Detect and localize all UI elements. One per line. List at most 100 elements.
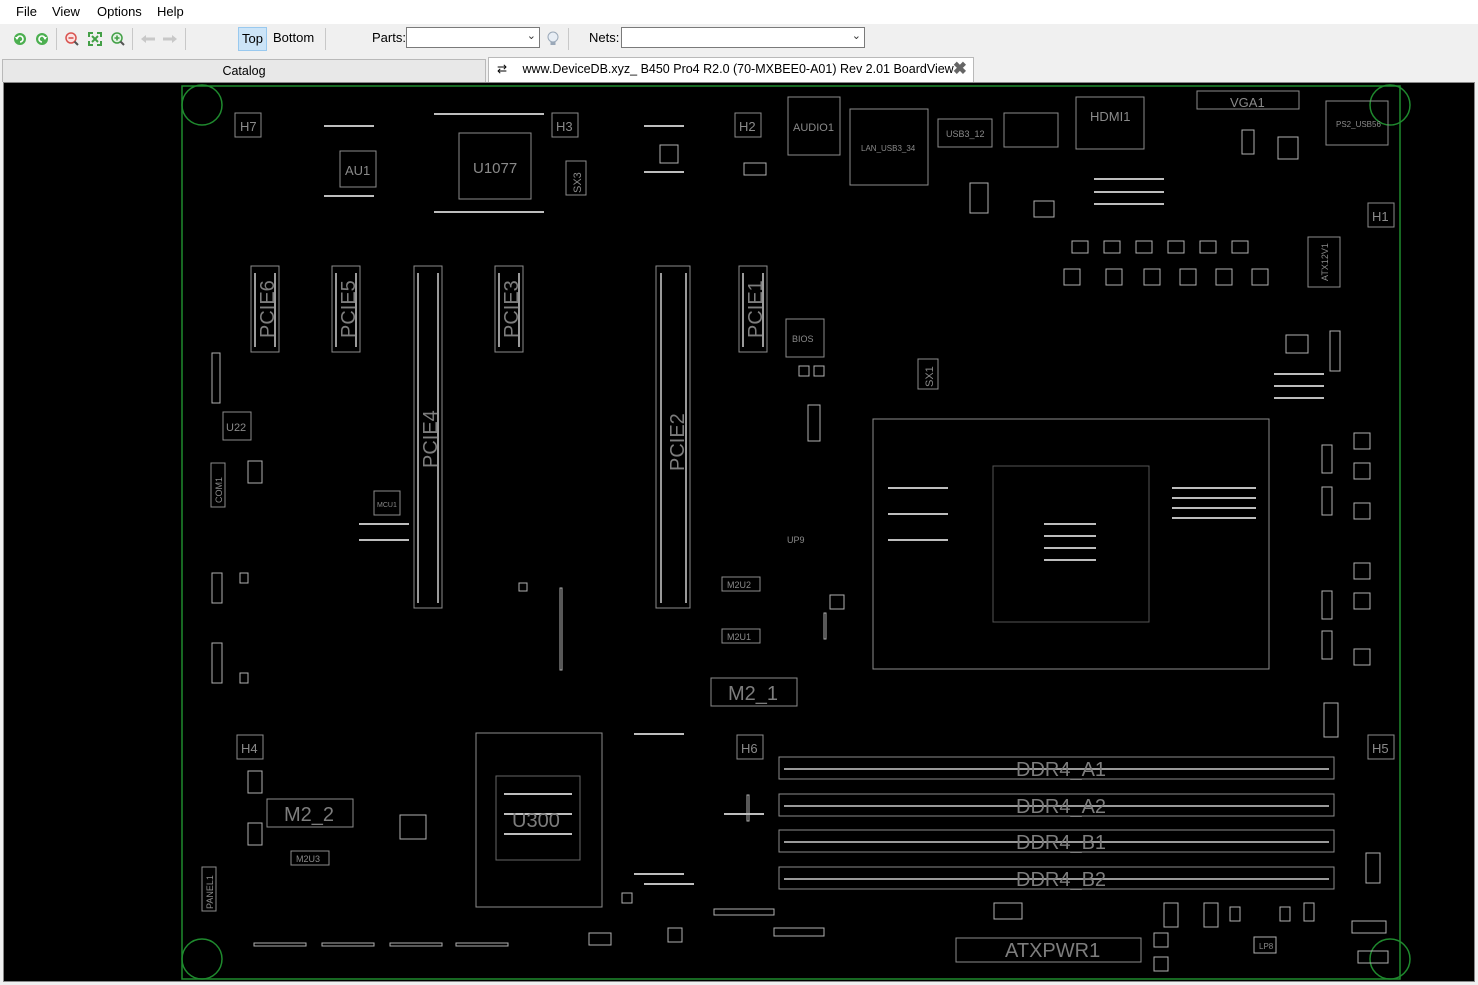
m2-1-label: M2_1 — [728, 683, 778, 705]
document-tabs: Catalog ⇄ www.DeviceDB.xyz_ B450 Pro4 R2… — [0, 57, 1478, 82]
u1077-label: U1077 — [473, 160, 517, 177]
pcie2-label: PCIE2 — [667, 413, 689, 471]
nets-label: Nets: — [589, 30, 620, 45]
h5-label: H5 — [1372, 741, 1389, 756]
h2-hole — [734, 112, 762, 138]
fit-icon[interactable] — [85, 29, 105, 49]
m2u2-chip — [721, 576, 761, 592]
sx1-label: SX1 — [924, 366, 936, 387]
h7-hole — [234, 112, 262, 138]
h6-hole — [736, 734, 764, 760]
ddr-a2-slot — [778, 793, 1335, 817]
passive-components — [211, 129, 1389, 972]
pcie3-label: PCIE3 — [501, 280, 523, 338]
m2-2-slot — [266, 798, 354, 828]
h2-label: H2 — [739, 119, 756, 134]
chipset-outline — [475, 732, 603, 908]
lp8-label: LP8 — [1259, 942, 1274, 951]
h3-hole — [551, 112, 579, 138]
pcie5-slot — [331, 265, 361, 353]
audio1-label: AUDIO1 — [793, 122, 834, 134]
lightbulb-icon[interactable] — [543, 29, 563, 49]
cpu-pad-array — [992, 465, 1150, 623]
tab-boardview-title: www.DeviceDB.xyz_ B450 Pro4 R2.0 (70-MXB… — [522, 62, 954, 76]
zoom-in-icon[interactable] — [108, 29, 128, 49]
m2u3-chip — [290, 850, 330, 866]
silkscreen-small-text: AU1 U1077 H7 H3 H2 H1 H4 H6 H5 AUDIO1 LA… — [205, 95, 1389, 951]
com1-header — [210, 462, 226, 508]
h1-hole — [1367, 202, 1395, 228]
forward-arrow-icon[interactable] — [160, 29, 180, 49]
ddr-b1-label: DDR4_B1 — [1016, 832, 1106, 854]
toolbar-separator — [325, 28, 326, 50]
sx3-label: SX3 — [572, 172, 584, 193]
atxpwr1-label: ATXPWR1 — [1005, 940, 1100, 962]
audio1-jack — [787, 96, 841, 156]
toolbar-separator — [56, 28, 57, 50]
lan-usb-port — [849, 108, 929, 186]
u300-label: U300 — [512, 810, 560, 832]
h5-hole — [1367, 734, 1395, 760]
mcu1-label: MCU1 — [377, 502, 397, 509]
toolbar-separator — [568, 28, 569, 50]
parts-combobox[interactable]: ⌄ — [406, 27, 540, 48]
atxpwr1-connector — [955, 937, 1142, 963]
bottom-side-toggle[interactable]: Bottom — [273, 30, 315, 45]
h7-label: H7 — [240, 119, 257, 134]
zoom-out-icon[interactable] — [62, 29, 82, 49]
tab-boardview[interactable]: ⇄ www.DeviceDB.xyz_ B450 Pro4 R2.0 (70-M… — [488, 57, 974, 82]
bios-chip — [785, 318, 825, 358]
pcie3-slot — [494, 265, 524, 353]
ps2-usb-port — [1325, 100, 1389, 146]
sx1-component — [917, 358, 939, 390]
ddr-a2-label: DDR4_A2 — [1016, 796, 1106, 818]
pcie1-slot — [738, 265, 768, 353]
usb31-port — [1003, 112, 1059, 148]
board-outline — [181, 85, 1401, 980]
rotate-right-icon[interactable] — [32, 29, 52, 49]
toolbar: Top Bottom Parts: ⌄ Nets: ⌄ — [0, 24, 1478, 54]
u22-chip — [222, 411, 252, 441]
pcie1-label: PCIE1 — [745, 280, 767, 338]
h4-label: H4 — [241, 741, 258, 756]
nets-combobox[interactable]: ⌄ — [621, 27, 865, 48]
menu-help[interactable]: Help — [157, 4, 184, 19]
top-side-toggle[interactable]: Top — [238, 27, 267, 51]
board-canvas[interactable]: PCIE6 PCIE5 PCIE4 PCIE3 PCIE2 PCIE1 DDR4… — [3, 82, 1475, 982]
com1-label: COM1 — [214, 477, 224, 503]
usb3-12-port — [937, 118, 993, 148]
pcie5-label: PCIE5 — [338, 280, 360, 338]
toolbar-separator — [185, 28, 186, 50]
ps2-usb-label: PS2_USB56 — [1336, 120, 1381, 129]
chipset-pad-array — [495, 775, 581, 861]
menu-file[interactable]: File — [16, 4, 37, 19]
rotate-left-icon[interactable] — [10, 29, 30, 49]
u1077-chip — [458, 132, 532, 200]
panel1-header — [201, 866, 217, 912]
pcie4-slot — [413, 265, 443, 609]
m2u3-label: M2U3 — [296, 854, 320, 864]
mcu1-chip — [373, 490, 401, 516]
usb3-12-label: USB3_12 — [946, 129, 985, 139]
bios-label: BIOS — [792, 334, 814, 344]
tab-catalog[interactable]: Catalog — [2, 59, 486, 82]
close-icon[interactable]: ✖ — [952, 59, 967, 78]
m2-1-slot — [710, 677, 798, 707]
u22-label: U22 — [226, 422, 246, 434]
chevron-down-icon: ⌄ — [526, 30, 536, 42]
ddr-a1-label: DDR4_A1 — [1016, 759, 1106, 781]
au1-label: AU1 — [345, 163, 370, 178]
h4-hole — [236, 734, 264, 760]
h1-label: H1 — [1372, 209, 1389, 224]
cpu-socket-outline — [872, 418, 1270, 670]
menu-options[interactable]: Options — [97, 4, 142, 19]
menu-bar: File View Options Help — [0, 0, 1478, 24]
ddr-b1-slot — [778, 829, 1335, 853]
mounting-corners — [181, 84, 1411, 980]
pcie4-label: PCIE4 — [420, 410, 442, 468]
back-arrow-icon[interactable] — [138, 29, 158, 49]
pcb-layout: PCIE6 PCIE5 PCIE4 PCIE3 PCIE2 PCIE1 DDR4… — [181, 84, 1411, 980]
pcie2-slot — [655, 265, 691, 609]
menu-view[interactable]: View — [52, 4, 80, 19]
m2u1-chip — [721, 628, 761, 644]
